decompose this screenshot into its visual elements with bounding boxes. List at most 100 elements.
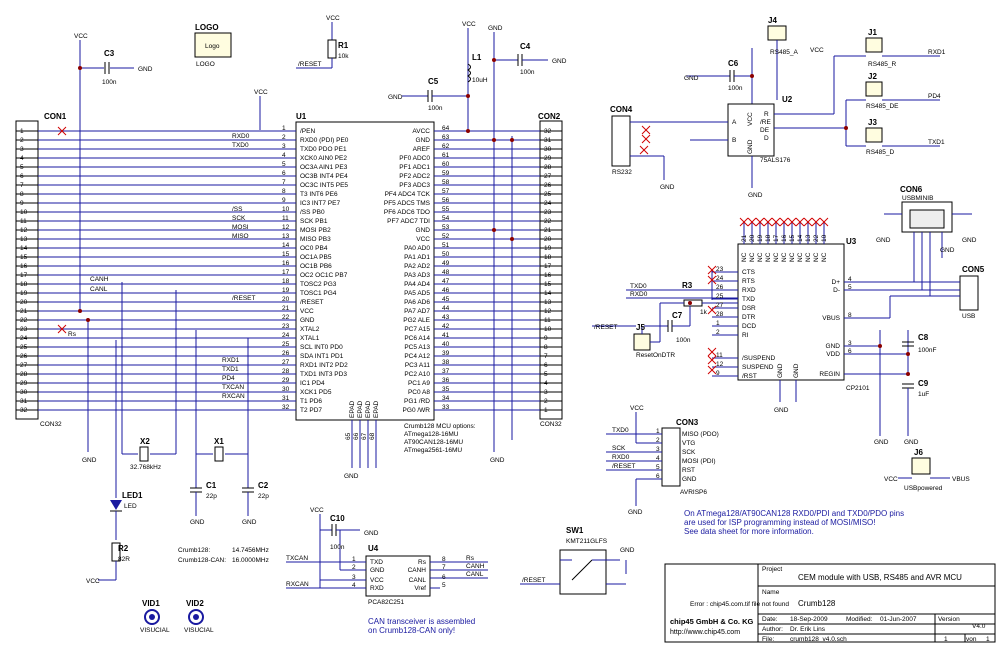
net-txcan: TXCAN — [222, 384, 244, 391]
u1-epad-label: EPAD — [373, 400, 380, 418]
junction-dot — [878, 344, 882, 348]
con1-u1-wires — [38, 130, 296, 411]
tb-author-label: Author: — [762, 626, 783, 633]
u1-pin-number: 46 — [442, 287, 450, 294]
u1-pin-number: 41 — [442, 332, 450, 339]
u1-epad-number: 68 — [369, 432, 376, 440]
u1-pin-name: PG0 /WR — [403, 407, 431, 414]
u1-pin-number: 50 — [442, 251, 450, 258]
u1-pin-number: 18 — [282, 278, 290, 285]
u1-pin-number: 8 — [282, 188, 286, 195]
j1-ref: J1 — [868, 28, 877, 37]
logo-value: LOGO — [196, 61, 215, 68]
u3-top-pin-nc: NC — [757, 252, 764, 262]
u1-pin-name: VCC — [416, 236, 430, 243]
u1-pin-number: 6 — [282, 170, 286, 177]
u1-pin-number: 21 — [282, 305, 290, 312]
u3-body — [737, 243, 845, 381]
vcc-label-2: VCC — [326, 15, 340, 22]
u1-pin-number: 2 — [282, 134, 286, 141]
u2-pin-vcc: VCC — [747, 112, 754, 126]
u3-top-pin-number: 14 — [797, 234, 804, 242]
u1-pin-name: PF3 ADC3 — [399, 182, 430, 189]
u4-pin-number: 7 — [442, 564, 446, 571]
u1-pin-number: 19 — [282, 287, 290, 294]
x1-ref: X1 — [214, 437, 224, 446]
no-connect-mark — [739, 217, 749, 227]
u1-pin-name: PA3 AD3 — [404, 272, 430, 279]
u3-pin-number: 9 — [716, 370, 720, 377]
net-txd0: TXD0 — [232, 142, 249, 149]
u1-pin-name: PC5 A13 — [404, 344, 430, 351]
u2-pin-a: A — [732, 119, 737, 126]
tb-name: Crumb128 — [798, 599, 836, 608]
u1-pin-name: PC3 A11 — [405, 362, 431, 369]
u3-pin-number: 28 — [716, 311, 724, 318]
u3-pin-name: DSR — [742, 305, 756, 312]
u1-pin-number: 37 — [442, 368, 450, 375]
u3-net-rxd0: RXD0 — [630, 291, 648, 298]
con1-ref: CON1 — [44, 112, 67, 121]
no-connect-mark — [57, 126, 67, 136]
vcc-label-5: VCC — [86, 578, 100, 585]
u1-pin-number: 53 — [442, 224, 450, 231]
u3-pin-number: 1 — [716, 320, 720, 327]
u1-pin-number: 12 — [282, 224, 290, 231]
u1-note-2: ATmega128-16MU — [404, 431, 459, 438]
u3-pin-number: 3 — [848, 340, 852, 347]
u2-pin-r: R — [764, 111, 769, 118]
net-rxd0: RXD0 — [232, 133, 250, 140]
vid1-ref: VID1 — [142, 599, 160, 608]
u3-top-pin-nc: NC — [813, 252, 820, 262]
j4-ref: J4 — [768, 16, 777, 25]
u1-epad-number: 66 — [353, 432, 360, 440]
u1-pin-name: PC4 A12 — [404, 353, 430, 360]
u1-note-4: ATmega2561-16MU — [404, 447, 462, 454]
gnd-label-5: GND — [82, 457, 97, 464]
u1-pin-name: PF0 ADC0 — [399, 155, 430, 162]
u3-top-pin-nc: NC — [797, 252, 804, 262]
u1-pin-name: PG2 ALE — [403, 317, 430, 324]
u3-pin-name: VBUS — [822, 315, 840, 322]
u3-pin-name: RTS — [742, 278, 756, 285]
u1-pin-number: 30 — [282, 386, 290, 393]
u4-pin-right: Vref — [414, 585, 426, 592]
u1-ref: U1 — [296, 112, 307, 121]
c5-value: 100n — [428, 105, 443, 112]
c6-value: 100n — [728, 85, 743, 92]
no-connect-mark — [57, 324, 67, 334]
c2-ref: C2 — [258, 481, 269, 490]
u1-pin-number: 27 — [282, 359, 290, 366]
logo-ref: LOGO — [195, 23, 219, 32]
u1-pin-name: PC0 A8 — [408, 389, 430, 396]
led1-symbol — [110, 500, 122, 510]
no-connect-mark — [707, 265, 717, 275]
no-connect-mark — [779, 217, 789, 227]
net-mosi: MOSI — [232, 224, 249, 231]
u1-body — [295, 121, 435, 421]
freq-label-2: Crumb128-CAN: — [178, 557, 226, 564]
u1-epad-label: EPAD — [365, 400, 372, 418]
sw1-value: KMT211GLFS — [566, 538, 608, 545]
con3-pin-name: VTG — [682, 440, 695, 447]
u4-pin-right: Rs — [418, 559, 427, 566]
u3-pin-number: 8 — [848, 312, 852, 319]
con3-pin-name: MISO (PDO) — [682, 431, 719, 438]
r3-ref: R3 — [682, 281, 693, 290]
u2-pin-gnd: GND — [747, 139, 754, 154]
net-rxd1: RXD1 — [222, 357, 240, 364]
u1-pin-number: 52 — [442, 233, 450, 240]
net-txd1: TXD1 — [222, 366, 239, 373]
c8-ref: C8 — [918, 333, 929, 342]
u1-pin-name: PC6 A14 — [404, 335, 430, 342]
u1-pin-name: SDA INT1 PD1 — [300, 353, 344, 360]
u1-pin-name: TOSC2 PG3 — [300, 281, 337, 288]
u3-ref: U3 — [846, 237, 857, 246]
u3-value: CP2101 — [846, 385, 870, 392]
tb-url: http://www.chip45.com — [670, 629, 740, 636]
vcc-label-8: VCC — [630, 405, 644, 412]
con4-body — [611, 115, 631, 167]
u1-pin-name: PF6 ADC6 TDO — [384, 209, 430, 216]
sw1-ref: SW1 — [566, 526, 584, 535]
u1-pin-number: 58 — [442, 179, 450, 186]
